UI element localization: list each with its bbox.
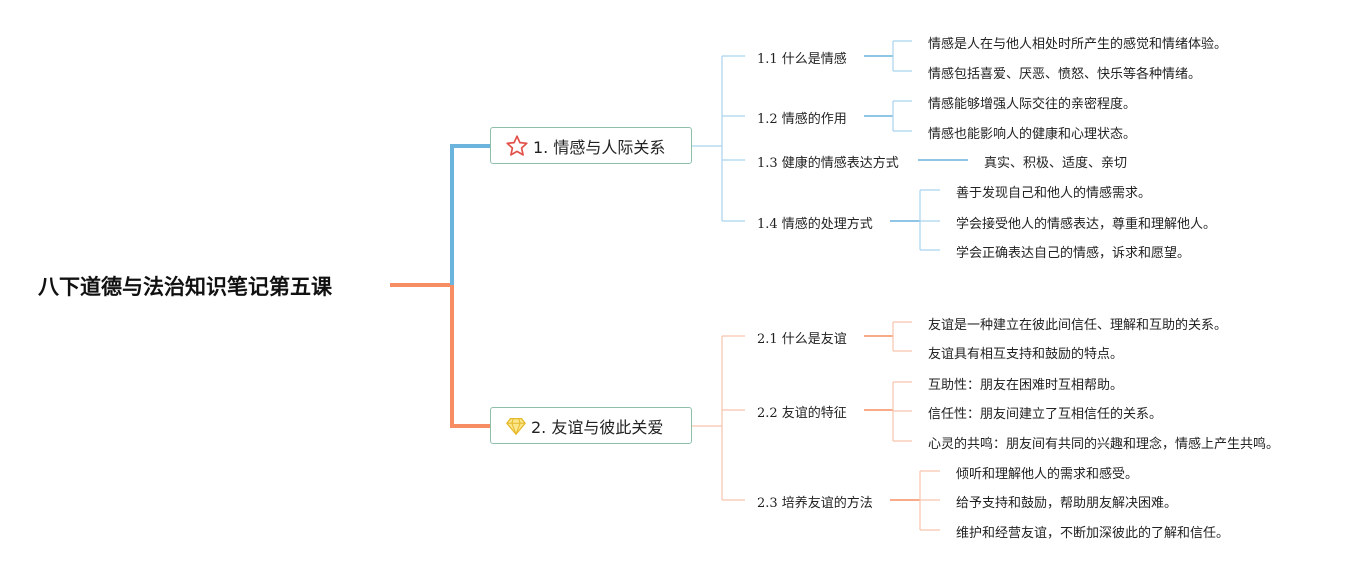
leaf-1-1-2[interactable]: 情感包括喜爱、厌恶、愤怒、快乐等各种情绪。 bbox=[928, 67, 1202, 82]
sub-topic-1-2[interactable]: 1.2 情感的作用 bbox=[757, 112, 847, 127]
root-topic[interactable]: 八下道德与法治知识笔记第五课 bbox=[38, 275, 332, 299]
leaf-1-4-2[interactable]: 学会接受他人的情感表达，尊重和理解他人。 bbox=[956, 217, 1217, 232]
leaf-2-3-1[interactable]: 倾听和理解他人的需求和感受。 bbox=[956, 467, 1139, 482]
leaf-2-1-2[interactable]: 友谊具有相互支持和鼓励的特点。 bbox=[928, 347, 1124, 362]
branch-topic-1-label: 1. 情感与人际关系 bbox=[533, 137, 666, 157]
branch2-connector bbox=[450, 285, 490, 428]
sub-leaf-main-orange bbox=[864, 335, 920, 501]
gem-icon bbox=[505, 415, 527, 437]
sub-leaf-main-blue bbox=[864, 55, 968, 222]
leaf-1-1-1[interactable]: 情感是人在与他人相处时所产生的感觉和情绪体验。 bbox=[928, 37, 1228, 52]
leaf-2-3-2[interactable]: 给予支持和鼓励，帮助朋友解决困难。 bbox=[956, 496, 1178, 511]
leaf-1-2-1[interactable]: 情感能够增强人际交往的亲密程度。 bbox=[928, 97, 1137, 112]
leaf-2-2-3[interactable]: 心灵的共鸣：朋友间有共同的兴趣和理念，情感上产生共鸣。 bbox=[928, 437, 1280, 452]
sub-topic-2-1[interactable]: 2.1 什么是友谊 bbox=[757, 332, 847, 347]
branch-topic-1[interactable]: 1. 情感与人际关系 bbox=[490, 127, 692, 164]
branch1-sub-connectors bbox=[692, 55, 745, 222]
leaf-2-2-2[interactable]: 信任性：朋友间建立了互相信任的关系。 bbox=[928, 407, 1163, 422]
sub-leaf-branches-blue bbox=[892, 40, 940, 251]
sub-topic-2-2[interactable]: 2.2 友谊的特征 bbox=[757, 406, 847, 421]
leaf-1-2-2[interactable]: 情感也能影响人的健康和心理状态。 bbox=[928, 127, 1137, 142]
leaf-1-4-3[interactable]: 学会正确表达自己的情感，诉求和愿望。 bbox=[956, 246, 1191, 261]
leaf-2-3-3[interactable]: 维护和经营友谊，不断加深彼此的了解和信任。 bbox=[956, 526, 1230, 541]
leaf-1-3-1[interactable]: 真实、积极、适度、亲切 bbox=[984, 156, 1128, 171]
branch1-connector bbox=[450, 144, 490, 285]
leaf-1-4-1[interactable]: 善于发现自己和他人的情感需求。 bbox=[956, 186, 1152, 201]
leaf-2-2-1[interactable]: 互助性：朋友在困难时互相帮助。 bbox=[928, 378, 1124, 393]
sub-topic-1-1[interactable]: 1.1 什么是情感 bbox=[757, 52, 847, 67]
sub-leaf-branches-orange bbox=[892, 321, 940, 531]
star-icon bbox=[505, 134, 529, 158]
branch-topic-2[interactable]: 2. 友谊与彼此关爱 bbox=[490, 407, 692, 444]
branch-topic-2-label: 2. 友谊与彼此关爱 bbox=[531, 417, 664, 437]
leaf-2-1-1[interactable]: 友谊是一种建立在彼此间信任、理解和互助的关系。 bbox=[928, 318, 1228, 333]
branch2-sub-connectors bbox=[692, 335, 745, 501]
sub-topic-1-3[interactable]: 1.3 健康的情感表达方式 bbox=[757, 156, 899, 171]
sub-topic-1-4[interactable]: 1.4 情感的处理方式 bbox=[757, 217, 873, 232]
sub-topic-2-3[interactable]: 2.3 培养友谊的方法 bbox=[757, 496, 873, 511]
